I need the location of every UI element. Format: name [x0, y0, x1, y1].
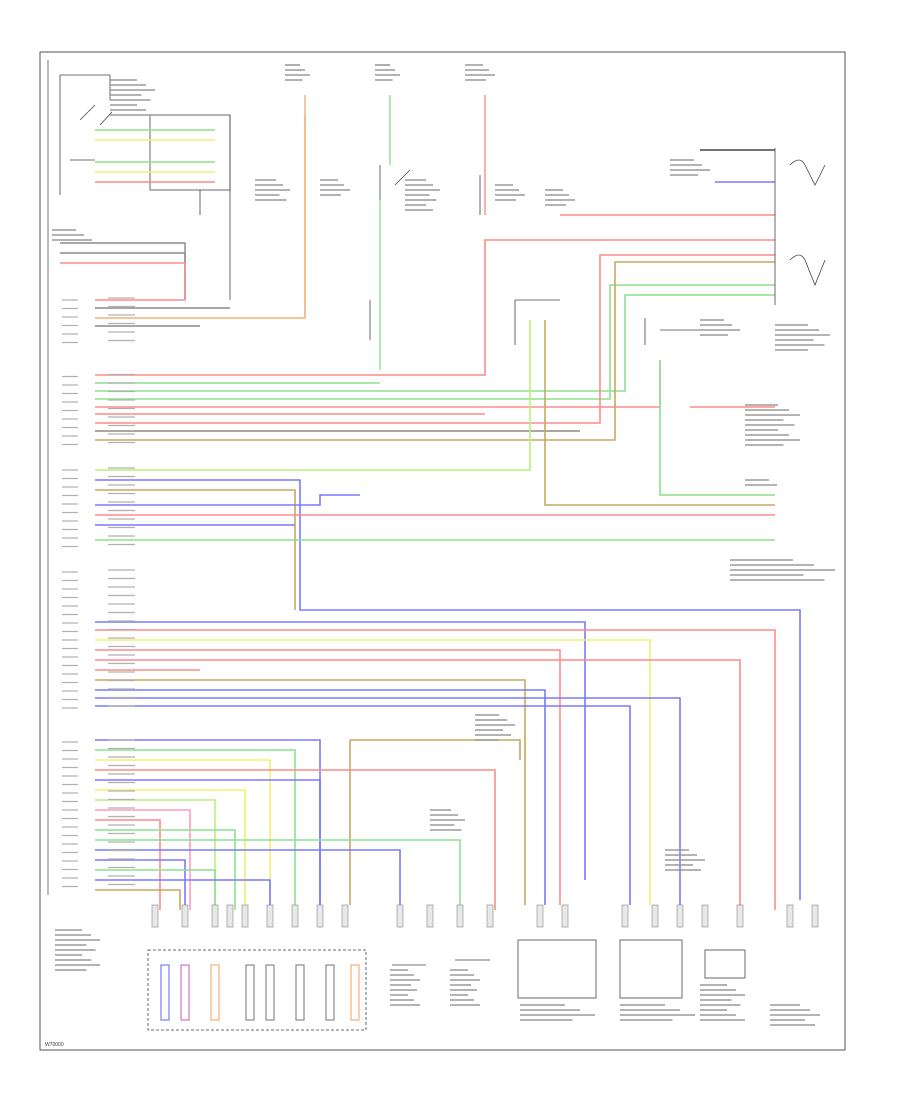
wire-left-feed-0 — [60, 242, 186, 300]
connector-pin — [396, 904, 404, 928]
label-blocks — [52, 64, 835, 1026]
connector-pin — [266, 904, 274, 928]
lower-wire-9 — [95, 705, 631, 905]
wire-left-3 — [95, 115, 306, 319]
terminal-column — [160, 964, 170, 1021]
bottom-wire-14 — [95, 879, 271, 910]
bus-wire-8 — [95, 261, 775, 441]
bottom-wire-1 — [95, 749, 296, 910]
bottom-wire-7 — [95, 809, 191, 910]
connector-pin — [676, 904, 684, 928]
connector-pin — [621, 904, 629, 928]
ignition-switch-block — [59, 74, 231, 300]
bottom-wire-10 — [95, 839, 461, 910]
lower-wire-3 — [95, 649, 561, 905]
wire-left-feed-2 — [60, 262, 186, 300]
connector-pin — [291, 904, 299, 928]
wire-mid-4 — [95, 494, 360, 506]
connector-pin — [151, 904, 159, 928]
bottom-wire-15 — [95, 889, 181, 910]
component-box-2 — [517, 939, 597, 999]
lower-wire-6 — [95, 679, 526, 905]
bottom-wire-5 — [95, 789, 246, 910]
terminal-column — [265, 964, 275, 1021]
component-box-4 — [704, 949, 746, 979]
right-sensor-symbols — [644, 148, 826, 345]
wire-harness — [60, 95, 801, 910]
bottom-wire-2 — [95, 759, 271, 910]
connector-pin — [316, 904, 324, 928]
bus-wire-0 — [95, 239, 775, 376]
bottom-wire-11 — [95, 849, 401, 910]
lower-wire-10 — [350, 739, 521, 760]
bottom-components — [147, 939, 746, 1031]
center-switch-symbols — [369, 165, 560, 345]
connector-pin — [561, 904, 569, 928]
connector-pin — [651, 904, 659, 928]
connector-pin — [426, 904, 434, 928]
wire-mid-1 — [95, 320, 531, 471]
lower-wire-1 — [95, 629, 776, 910]
lower-wire-8 — [95, 697, 681, 905]
connector-pin — [701, 904, 709, 928]
connector-pin — [241, 904, 249, 928]
bottom-wire-9 — [95, 829, 236, 910]
lower-wire-0 — [95, 621, 586, 880]
wire-mid-3 — [95, 489, 296, 610]
terminal-column — [245, 964, 255, 1021]
connector-pin — [181, 904, 189, 928]
connector-pin — [536, 904, 544, 928]
connector-pin — [486, 904, 494, 928]
wire-left-feed-1 — [60, 252, 186, 300]
connector-pin — [811, 904, 819, 928]
wire-mid-8 — [544, 320, 775, 506]
component-box-3 — [619, 939, 683, 999]
terminal-column — [325, 964, 335, 1021]
bottom-wire-4 — [95, 779, 321, 910]
connector-pin — [786, 904, 794, 928]
bus-wire-6 — [95, 254, 775, 424]
connector-pin — [341, 904, 349, 928]
bus-wire-3 — [95, 284, 775, 400]
bottom-wire-12 — [95, 859, 186, 910]
connector-pin — [211, 904, 219, 928]
diagram-border — [39, 51, 846, 1051]
lower-wire-2 — [95, 639, 651, 905]
footer-code: W70000 — [45, 1042, 64, 1048]
connector-pin — [456, 904, 464, 928]
bottom-wire-13 — [95, 869, 216, 910]
connector-pin — [226, 904, 234, 928]
bottom-wire-3 — [95, 769, 496, 910]
connector-pin — [736, 904, 744, 928]
connector-pins — [151, 904, 819, 1021]
terminal-column — [350, 964, 360, 1021]
terminal-column — [210, 964, 220, 1021]
bus-wire-2 — [95, 294, 775, 392]
component-box-1 — [147, 949, 367, 1031]
wire-mid-2 — [95, 479, 801, 900]
lower-wire-4 — [95, 659, 741, 905]
terminal-column — [295, 964, 305, 1021]
terminal-column — [180, 964, 190, 1021]
lower-wire-7 — [95, 689, 546, 905]
wire-mid-9 — [659, 360, 775, 496]
